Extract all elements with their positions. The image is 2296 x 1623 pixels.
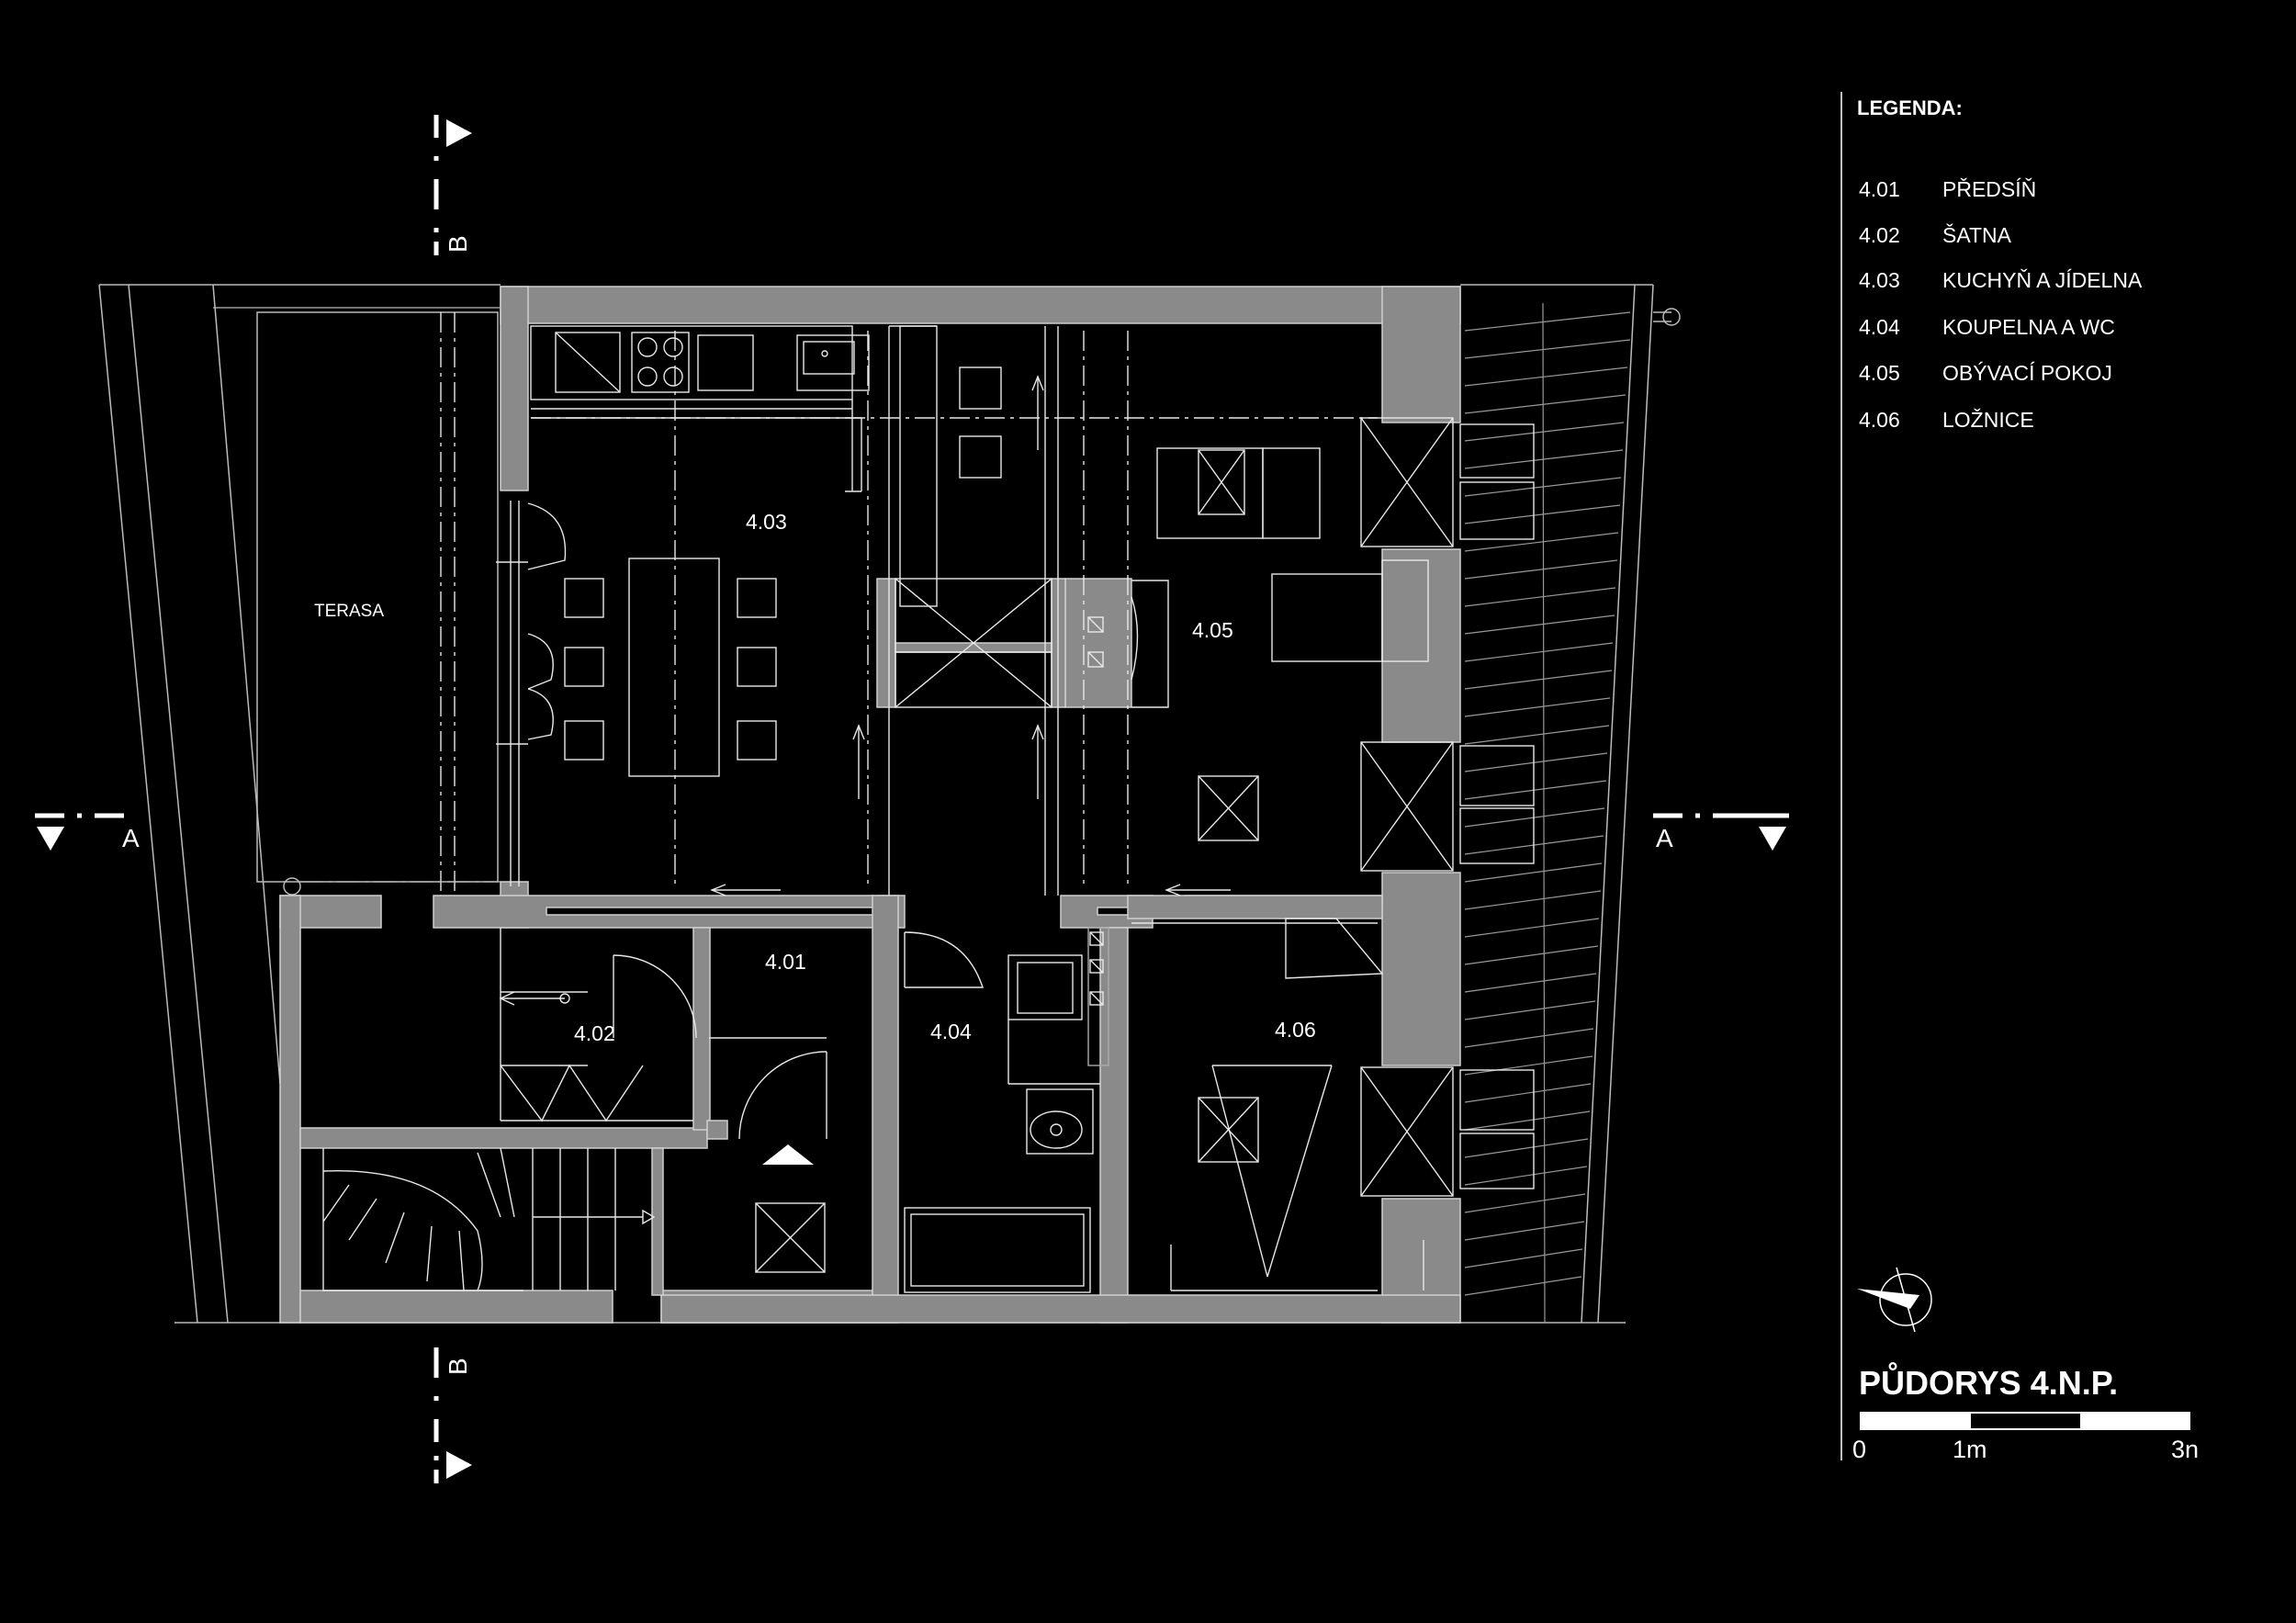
legend-code-5: 4.05 xyxy=(1859,361,1900,385)
legend-list: 4.01 PŘEDSÍŇ 4.02 ŠATNA 4.03 KUCHYŇ A JÍ… xyxy=(1859,177,2143,432)
legend-name-2: ŠATNA xyxy=(1942,222,2012,247)
scale-label-1m: 1m xyxy=(1953,1436,1987,1463)
terrace-railing xyxy=(213,307,501,883)
legend-name-6: LOŽNICE xyxy=(1942,408,2034,432)
legend-code-4: 4.04 xyxy=(1859,315,1900,339)
section-b-top-label: B xyxy=(444,235,472,253)
walls xyxy=(279,286,1461,1324)
legend-name-1: PŘEDSÍŇ xyxy=(1942,177,2036,201)
legend-title: LEGENDA: xyxy=(1857,96,1963,119)
room-label-4-01: 4.01 xyxy=(765,950,806,974)
legend-code-3: 4.03 xyxy=(1859,268,1900,292)
section-a-right-arrow-icon xyxy=(1759,827,1786,851)
legend-code-6: 4.06 xyxy=(1859,408,1900,432)
room-label-4-04: 4.04 xyxy=(930,1020,972,1043)
section-a-left-label: A xyxy=(122,824,140,852)
section-a-right-label: A xyxy=(1656,824,1673,852)
room-label-4-05: 4.05 xyxy=(1192,618,1233,642)
section-a-left-arrow-icon xyxy=(37,827,64,851)
north-arrow-pointer xyxy=(1857,1289,1919,1309)
scale-label-0: 0 xyxy=(1852,1436,1866,1463)
room-label-4-06: 4.06 xyxy=(1275,1018,1316,1042)
room-label-4-02: 4.02 xyxy=(574,1021,615,1045)
entrance-arrow-icon xyxy=(762,1144,814,1165)
legend-name-4: KOUPELNA A WC xyxy=(1942,315,2115,339)
legend-code-2: 4.02 xyxy=(1859,223,1900,247)
section-b-bottom-label: B xyxy=(444,1358,472,1375)
plan-title: PŮDORYS 4.N.P. xyxy=(1859,1360,2118,1402)
section-b-bottom-arrow-icon xyxy=(446,1451,472,1479)
interior-lines xyxy=(322,312,1535,1293)
roof-hatch xyxy=(1464,302,1631,1324)
legend-name-3: KUCHYŇ A JÍDELNA xyxy=(1942,268,2143,292)
terrace-label: TERASA xyxy=(314,602,384,621)
room-label-4-03: 4.03 xyxy=(746,510,787,534)
scale-bar xyxy=(1860,1412,2190,1430)
scale-label-3m: 3n xyxy=(2171,1436,2199,1463)
legend-code-1: 4.01 xyxy=(1859,177,1900,201)
legend-name-5: OBÝVACÍ POKOJ xyxy=(1942,361,2112,385)
section-b-top-arrow-icon xyxy=(446,119,472,147)
